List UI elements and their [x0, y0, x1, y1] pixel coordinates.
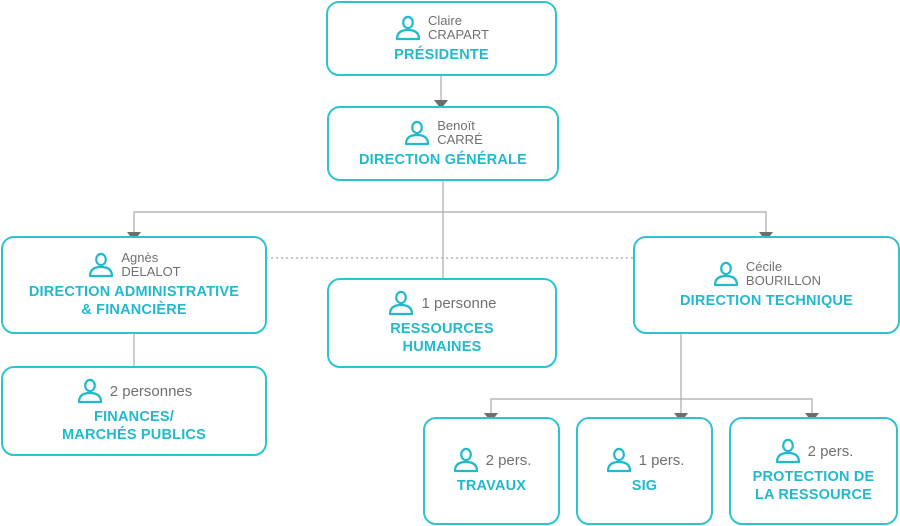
person-icon	[89, 252, 114, 278]
person-icon	[453, 447, 478, 473]
headcount: 2 pers.	[807, 442, 854, 460]
node-presidente-head: Claire CRAPART	[394, 12, 489, 42]
node-title: TRAVAUX	[456, 478, 527, 494]
first-name: Cécile	[745, 259, 783, 274]
node-title-line-2: & FINANCIÈRE	[81, 302, 187, 318]
first-name: Benoït	[437, 117, 475, 133]
arrow-to-dg	[434, 100, 448, 109]
headcount: 2 pers.	[485, 451, 532, 469]
node-sig[interactable]: 1 pers. SIG	[576, 417, 713, 525]
connector-dg-branches	[133, 211, 767, 232]
node-daf-head: Agnès DELALOT	[87, 251, 181, 279]
node-title: FINANCES/ MARCHÉS PUBLICS	[62, 408, 206, 444]
node-direction-technique[interactable]: Cécile BOURILLON DIRECTION TECHNIQUE	[633, 236, 900, 334]
node-sig-head: 1 pers.	[605, 447, 685, 473]
headcount: 2 personnes	[109, 382, 193, 400]
node-ressources-humaines[interactable]: 1 personne RESSOURCES HUMAINES	[327, 278, 557, 368]
node-finances-head: 2 personnes	[76, 378, 193, 404]
node-dt-head: Cécile BOURILLON	[712, 260, 821, 288]
node-title: RESSOURCES HUMAINES	[390, 320, 494, 356]
node-title-line-1: DIRECTION ADMINISTRATIVE	[28, 284, 240, 300]
person-name: Cécile BOURILLON	[746, 260, 821, 288]
node-title-line-1: RESSOURCES	[390, 321, 494, 337]
node-title: SIG	[631, 478, 658, 494]
last-name: BOURILLON	[745, 273, 822, 288]
first-name: Agnès	[121, 250, 159, 265]
person-name: Benoït CARRÉ	[437, 117, 483, 147]
node-protection-ressource[interactable]: 2 pers. PROTECTION DE LA RESSOURCE	[729, 417, 898, 525]
person-name: Claire CRAPART	[428, 12, 489, 42]
person-icon	[713, 261, 739, 287]
node-dg-head: Benoït CARRÉ	[403, 117, 483, 147]
first-name: Claire	[428, 12, 462, 28]
person-icon	[389, 290, 414, 316]
node-title-line-2: LA RESSOURCE	[754, 487, 873, 503]
person-icon	[395, 15, 421, 40]
person-name: Agnès DELALOT	[121, 251, 180, 279]
node-travaux-head: 2 pers.	[452, 447, 532, 473]
last-name: DELALOT	[121, 264, 181, 279]
headcount: 1 pers.	[638, 451, 685, 469]
person-icon	[606, 447, 631, 473]
connector-dt-branches	[490, 398, 813, 414]
last-name: CARRÉ	[437, 131, 483, 147]
node-travaux[interactable]: 2 pers. TRAVAUX	[423, 417, 560, 525]
node-direction-administrative-financiere[interactable]: Agnès DELALOT DIRECTION ADMINISTRATIVE &…	[1, 236, 267, 334]
node-presidente[interactable]: Claire CRAPART PRÉSIDENTE	[326, 1, 557, 76]
headcount: 1 personne	[421, 294, 497, 312]
person-icon	[77, 378, 102, 404]
node-title: DIRECTION ADMINISTRATIVE & FINANCIÈRE	[29, 283, 239, 319]
node-direction-generale[interactable]: Benoït CARRÉ DIRECTION GÉNÉRALE	[327, 106, 559, 181]
node-title: PRÉSIDENTE	[394, 46, 489, 63]
last-name: CRAPART	[428, 26, 489, 42]
person-icon	[405, 120, 430, 145]
node-finances-marches-publics[interactable]: 2 personnes FINANCES/ MARCHÉS PUBLICS	[1, 366, 267, 456]
node-protection-head: 2 pers.	[774, 438, 854, 464]
node-title: DIRECTION TECHNIQUE	[680, 293, 853, 309]
node-title-line-1: FINANCES/	[94, 409, 174, 425]
person-icon	[775, 438, 800, 464]
node-title: PROTECTION DE LA RESSOURCE	[753, 468, 875, 504]
node-title-line-2: MARCHÉS PUBLICS	[62, 427, 206, 443]
node-title: DIRECTION GÉNÉRALE	[359, 151, 527, 168]
node-rh-head: 1 personne	[387, 290, 497, 316]
node-title-line-1: PROTECTION DE	[752, 469, 875, 485]
node-title-line-2: HUMAINES	[402, 339, 482, 355]
